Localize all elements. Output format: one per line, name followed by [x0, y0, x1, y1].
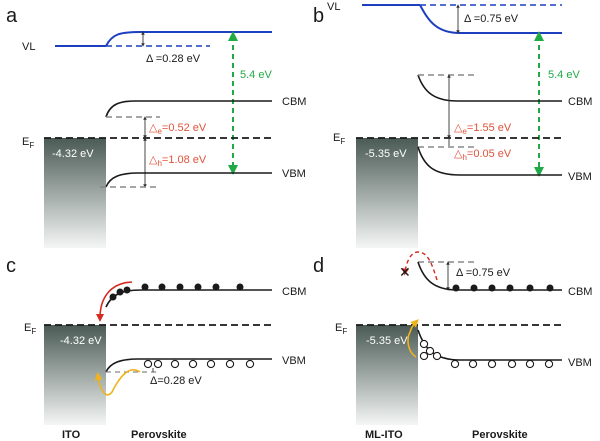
panel-a-cbm-curve	[105, 100, 272, 118]
hole	[507, 359, 517, 369]
electron	[452, 284, 460, 292]
panel-c-right-label: Perovskite	[131, 429, 187, 441]
panel-d-delta: Δ =0.75 eV	[456, 267, 511, 279]
panel-c-electrons	[109, 283, 244, 301]
electron	[470, 284, 478, 292]
panel-d-vbm-label: VBM	[568, 357, 592, 369]
panel-d-left-label: ML-ITO	[365, 429, 403, 441]
hole	[170, 359, 180, 369]
electron	[488, 284, 496, 292]
panel-a-ef-label: EF	[22, 136, 34, 150]
hole	[188, 359, 198, 369]
electron	[212, 283, 220, 291]
electron	[506, 284, 514, 292]
panel-a-vbm-curve	[105, 172, 272, 188]
panel-c-holes	[143, 359, 255, 369]
hole	[206, 359, 216, 369]
panel-d-electron-blocked-arrow	[401, 251, 438, 281]
panel-a-ito-block	[44, 138, 106, 248]
electron	[141, 283, 149, 291]
panel-c-hole-arrow	[94, 369, 141, 396]
hole	[425, 346, 435, 356]
panel-a-vl-perovskite	[105, 31, 272, 47]
panel-d-holes	[419, 339, 554, 369]
panel-d-cbm-label: CBM	[568, 286, 592, 298]
hole	[153, 359, 163, 369]
panel-b-letter: b	[313, 5, 324, 27]
panel-b-wf: -5.35 eV	[365, 148, 407, 160]
panel-c-wf: -4.32 eV	[60, 335, 102, 347]
panel-d: d Δ =0.75 eV CBM ✕ -5.35 eV EF VBM	[313, 251, 592, 441]
panel-d-hole-arrow	[407, 319, 419, 358]
panel-d-wf: -5.35 eV	[366, 335, 408, 347]
panel-b-cbm-label: CBM	[568, 96, 592, 108]
panel-c: c CBM -4.32 eV EF VBM	[6, 255, 306, 441]
hole	[245, 359, 255, 369]
electron	[158, 283, 166, 291]
panel-b-vl-label: VL	[327, 1, 340, 13]
panel-b-de-label: △e=1.55 eV	[454, 122, 512, 136]
panel-c-ef-label: EF	[24, 322, 36, 336]
panel-d-right-label: Perovskite	[472, 429, 528, 441]
panel-a-wf: -4.32 eV	[52, 148, 94, 160]
panel-a-vl-label: VL	[22, 41, 35, 53]
panel-c-letter: c	[6, 255, 16, 277]
electron	[194, 283, 202, 291]
hole	[525, 359, 535, 369]
panel-a-delta-vl: Δ =0.28 eV	[146, 53, 201, 65]
panel-a-gap-label: 5.4 eV	[240, 69, 272, 81]
panel-b-ito-block	[356, 138, 418, 248]
hole	[143, 359, 153, 369]
panel-b-delta-vl: Δ =0.75 eV	[464, 13, 519, 25]
panel-d-electrons	[452, 284, 554, 292]
electron	[123, 286, 131, 294]
panel-c-electron-arrow	[96, 281, 133, 322]
electron	[526, 284, 534, 292]
electron	[236, 283, 244, 291]
electron	[176, 283, 184, 291]
hole	[419, 351, 429, 361]
panel-b: b VL Δ =0.75 eV 5.4 eV CBM -5.35 eV EF △…	[313, 1, 592, 248]
panel-c-vbm-label: VBM	[282, 355, 306, 367]
panel-c-delta: Δ=0.28 eV	[150, 375, 202, 387]
hole	[544, 359, 554, 369]
hole	[432, 351, 442, 361]
hole	[487, 359, 497, 369]
electron	[109, 293, 117, 301]
panel-c-vbm-curve	[105, 358, 272, 373]
hole	[450, 359, 460, 369]
hole	[468, 359, 478, 369]
panel-b-vl-perovskite	[419, 4, 562, 34]
panel-c-left-label: ITO	[62, 429, 81, 441]
hole	[225, 359, 235, 369]
panel-a-de-label: △e=0.52 eV	[149, 122, 207, 136]
panel-b-cbm-curve	[417, 74, 562, 102]
panel-b-dh-label: △h=0.05 eV	[454, 148, 512, 162]
hole	[419, 339, 429, 349]
panel-c-cbm-label: CBM	[282, 286, 306, 298]
panel-a-vbm-label: VBM	[282, 168, 306, 180]
electron	[116, 288, 124, 296]
panel-a-letter: a	[6, 5, 18, 27]
panel-a-cbm-label: CBM	[282, 96, 306, 108]
panel-b-gap-label: 5.4 eV	[548, 69, 580, 81]
panel-d-ef-label: EF	[335, 322, 347, 336]
panel-d-blocked-cross-icon: ✕	[399, 264, 411, 280]
panel-a: a VL Δ =0.28 eV 5.4 eV CBM -4.32 eV EF △…	[6, 5, 306, 248]
panel-b-vbm-curve	[417, 146, 562, 176]
panel-d-letter: d	[313, 255, 324, 277]
panel-a-dh-label: △h=1.08 eV	[149, 154, 207, 168]
electron	[546, 284, 554, 292]
panel-c-cbm-curve	[105, 289, 272, 308]
panel-b-vbm-label: VBM	[568, 171, 592, 183]
panel-b-ef-label: EF	[333, 132, 345, 146]
